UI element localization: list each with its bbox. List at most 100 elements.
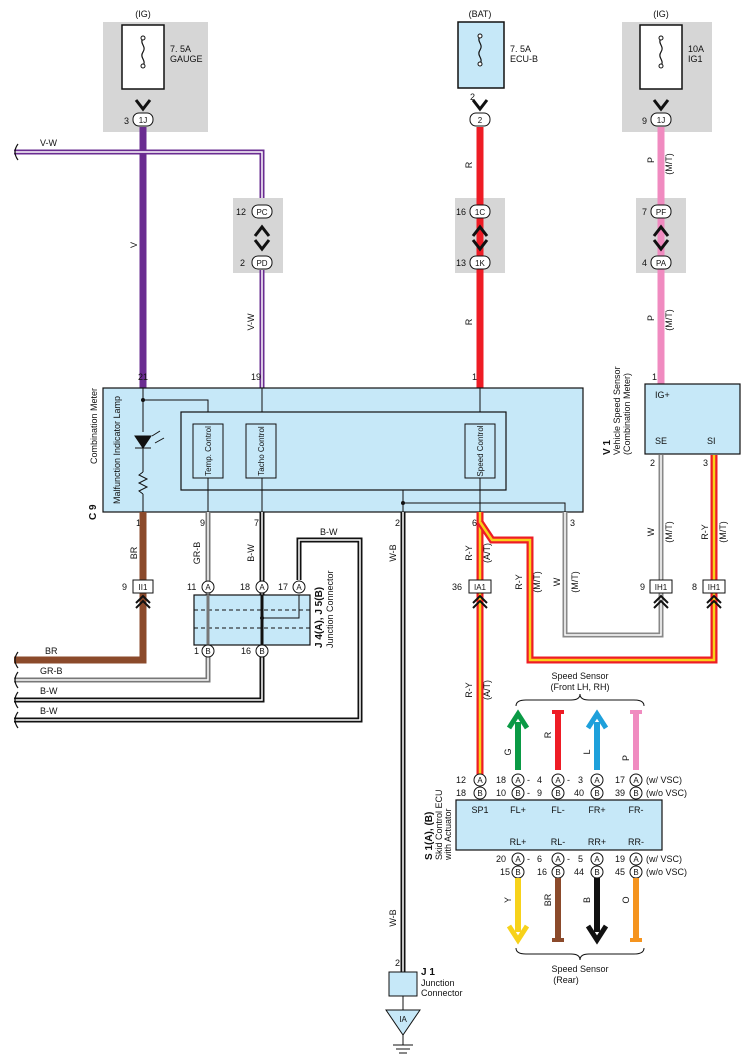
svg-text:(M/T): (M/T) xyxy=(570,571,580,593)
svg-text:R: R xyxy=(543,731,553,738)
svg-text:A: A xyxy=(259,583,265,592)
svg-text:(A/T): (A/T) xyxy=(482,680,492,700)
fuse-name: ECU-B xyxy=(510,54,538,64)
pin-number: 2 xyxy=(240,258,245,268)
svg-text:(Rear): (Rear) xyxy=(553,975,579,985)
connector-code: PF xyxy=(656,208,666,217)
svg-text:6: 6 xyxy=(537,854,542,864)
svg-text:A: A xyxy=(555,776,561,785)
svg-text:9: 9 xyxy=(200,518,205,528)
svg-text:Skid Control ECU: Skid Control ECU xyxy=(434,789,444,860)
fuse-rating: 10A xyxy=(688,44,704,54)
pin-number: 13 xyxy=(456,258,466,268)
svg-text:(w/o VSC): (w/o VSC) xyxy=(646,788,687,798)
fuse-source: (IG) xyxy=(653,9,669,19)
svg-text:-: - xyxy=(527,775,530,785)
svg-text:Speed Sensor: Speed Sensor xyxy=(551,671,608,681)
svg-text:SI: SI xyxy=(707,436,716,446)
svg-text:39: 39 xyxy=(615,788,625,798)
svg-text:P: P xyxy=(621,755,631,761)
jconn-name: Junction Connector xyxy=(325,570,335,648)
svg-text:BR: BR xyxy=(129,546,139,559)
svg-text:Speed Sensor: Speed Sensor xyxy=(551,964,608,974)
svg-text:44: 44 xyxy=(574,867,584,877)
combination-meter: 21 19 1 C 9 Combination Meter Malfunctio… xyxy=(88,372,584,528)
svg-text:20: 20 xyxy=(496,854,506,864)
svg-text:(Front LH, RH): (Front LH, RH) xyxy=(550,682,609,692)
svg-text:B: B xyxy=(594,868,599,877)
svg-text:with Actuator: with Actuator xyxy=(443,808,453,861)
wire-label: (M/T) xyxy=(664,153,674,175)
pin-number: 7 xyxy=(642,207,647,217)
pin-number: 9 xyxy=(642,116,647,126)
svg-text:A: A xyxy=(594,776,600,785)
svg-text:-: - xyxy=(567,854,570,864)
connector-code: 1J xyxy=(657,116,665,125)
svg-text:W: W xyxy=(646,527,656,536)
rear-speed-sensors: Y BR B O Speed Sensor (Rear) xyxy=(503,878,645,985)
svg-text:(w/o VSC): (w/o VSC) xyxy=(646,867,687,877)
meter-name: Combination Meter xyxy=(89,388,99,464)
svg-text:FR-: FR- xyxy=(629,805,644,815)
svg-text:W-B: W-B xyxy=(388,909,398,926)
fuse-ig1: (IG) 10A IG1 9 1J xyxy=(622,9,712,132)
svg-text:-: - xyxy=(527,788,530,798)
svg-text:B: B xyxy=(633,789,638,798)
svg-text:SP1: SP1 xyxy=(471,805,488,815)
svg-text:B-W: B-W xyxy=(320,527,338,537)
connector-code: 1C xyxy=(475,208,485,217)
pin-number: 12 xyxy=(236,207,246,217)
wire-label: P xyxy=(646,315,656,321)
fuse-source: (IG) xyxy=(135,9,151,19)
svg-text:3: 3 xyxy=(703,458,708,468)
svg-text:B: B xyxy=(594,789,599,798)
svg-text:IG+: IG+ xyxy=(655,390,670,400)
fuse-rating: 7. 5A xyxy=(170,44,191,54)
pin-number: 2 xyxy=(470,92,475,102)
svg-text:RR-: RR- xyxy=(628,837,644,847)
svg-text:17: 17 xyxy=(615,775,625,785)
svg-text:B-W: B-W xyxy=(40,686,58,696)
pin-number: 16 xyxy=(456,207,466,217)
svg-text:L: L xyxy=(582,749,592,754)
ecu-code: S 1(A), (B) xyxy=(424,812,435,860)
svg-text:GR-B: GR-B xyxy=(40,666,63,676)
svg-text:A: A xyxy=(555,855,561,864)
wire-v-w xyxy=(14,149,265,206)
svg-text:II1: II1 xyxy=(139,583,148,592)
wire-label: R xyxy=(464,161,474,168)
svg-text:W-B: W-B xyxy=(388,544,398,561)
svg-text:-: - xyxy=(527,854,530,864)
connector-code: PA xyxy=(656,259,667,268)
svg-text:A: A xyxy=(477,776,483,785)
junction-connector-j4: A A A B B 11 18 17 1 16 J 4(A), J 5(B) J… xyxy=(187,570,335,658)
svg-text:R-Y: R-Y xyxy=(700,524,710,540)
svg-text:6: 6 xyxy=(472,518,477,528)
svg-text:J 1: J 1 xyxy=(421,967,435,978)
svg-text:B: B xyxy=(259,647,264,656)
fuse-ecub: (BAT) 7. 5A ECU-B 2 2 xyxy=(457,9,538,127)
svg-text:3: 3 xyxy=(570,518,575,528)
wire-label: V-W xyxy=(246,313,256,331)
connector-code: PC xyxy=(256,208,267,217)
svg-text:B-W: B-W xyxy=(40,706,58,716)
svg-text:18: 18 xyxy=(456,788,466,798)
svg-text:B: B xyxy=(515,789,520,798)
svg-text:R-Y: R-Y xyxy=(514,574,524,590)
svg-text:IH1: IH1 xyxy=(708,583,721,592)
svg-text:B: B xyxy=(205,647,210,656)
svg-text:B: B xyxy=(582,897,592,903)
fuse-name: GAUGE xyxy=(170,54,203,64)
svg-text:RL-: RL- xyxy=(551,837,566,847)
svg-text:1: 1 xyxy=(194,646,199,656)
svg-text:A: A xyxy=(633,855,639,864)
svg-text:B: B xyxy=(555,868,560,877)
svg-text:2: 2 xyxy=(395,518,400,528)
svg-text:A: A xyxy=(205,583,211,592)
svg-text:(A/T): (A/T) xyxy=(482,543,492,563)
connector-code: PD xyxy=(256,259,267,268)
svg-text:(M/T): (M/T) xyxy=(532,571,542,593)
speed-control: Speed Control xyxy=(476,425,485,476)
svg-text:12: 12 xyxy=(456,775,466,785)
